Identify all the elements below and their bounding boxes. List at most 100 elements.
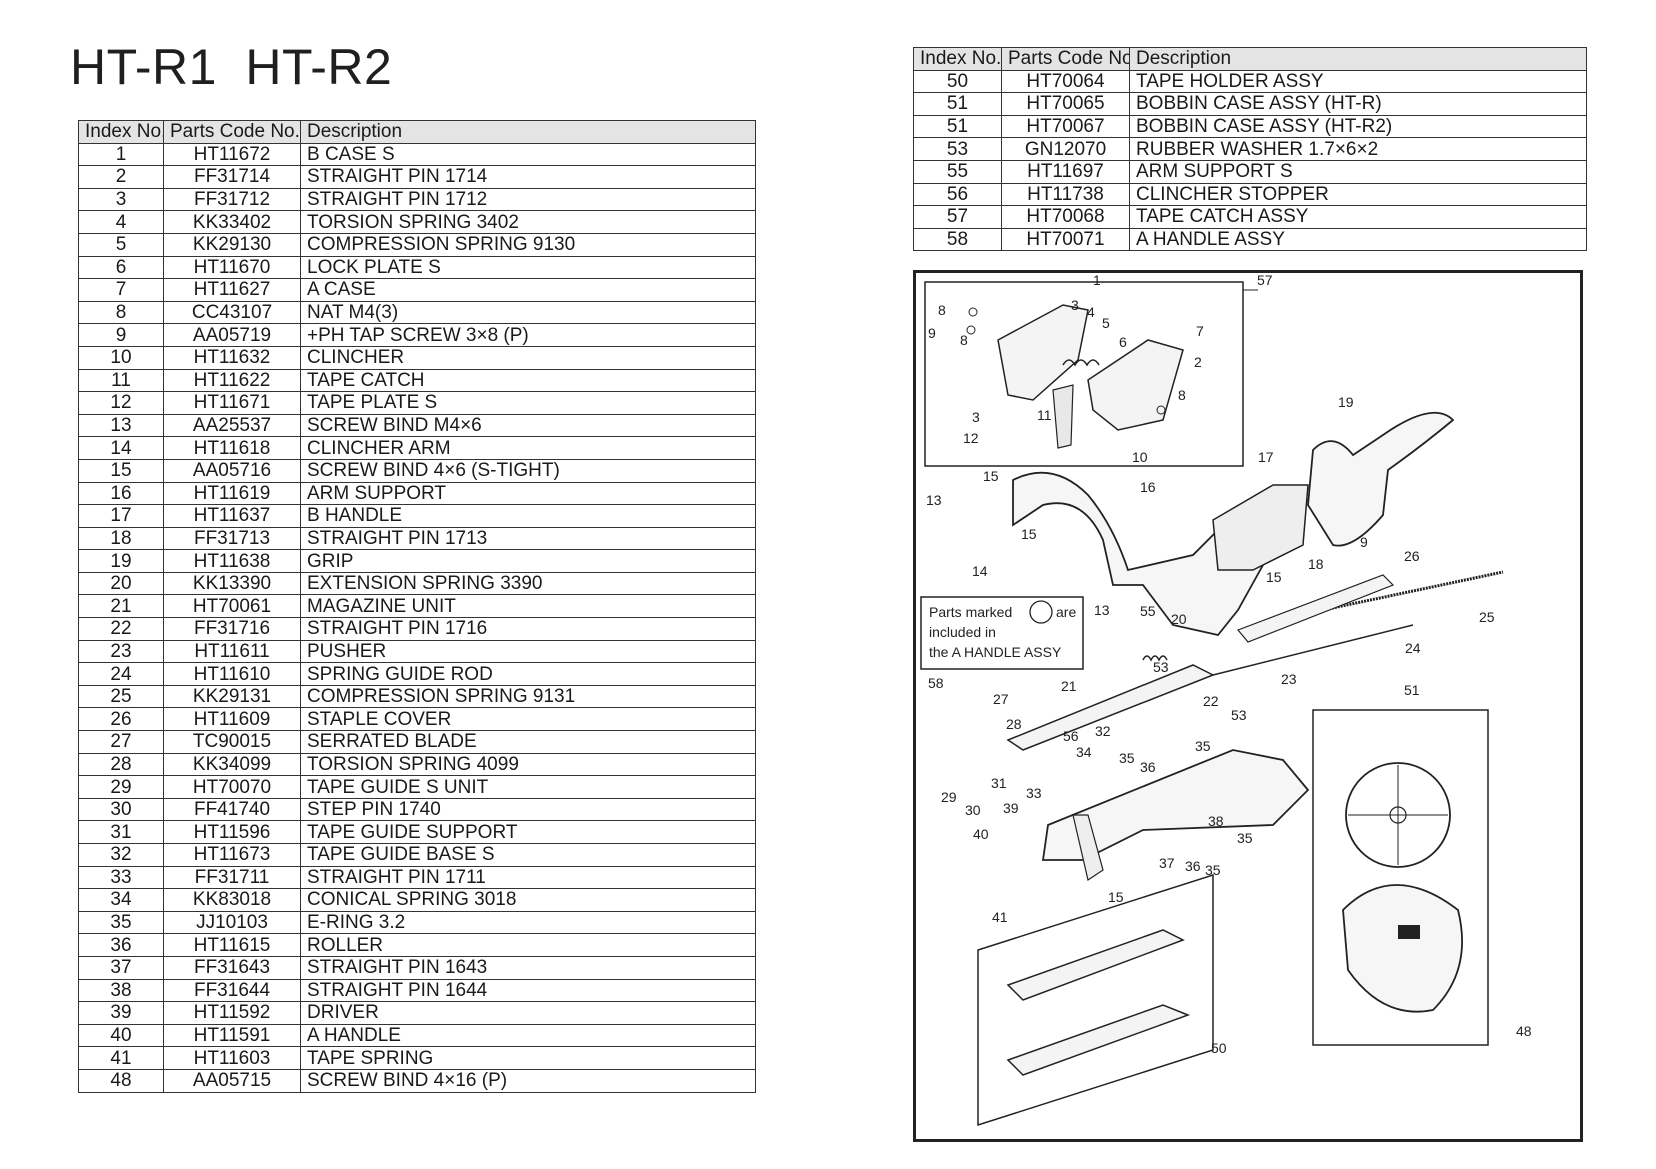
cell-desc: +PH TAP SCREW 3×8 (P)	[300, 323, 756, 347]
bobbin-case-assy-box	[1312, 709, 1489, 1046]
cell-code: AA05715	[163, 1068, 301, 1093]
cell-index: 31	[78, 820, 164, 844]
cell-index: 13	[78, 413, 164, 438]
cell-desc: TAPE HOLDER ASSY	[1129, 69, 1587, 94]
cell-desc: STRAIGHT PIN 1643	[300, 955, 756, 980]
cell-desc: A HANDLE ASSY	[1129, 227, 1587, 252]
cell-code: HT11627	[163, 278, 301, 302]
cell-index: 16	[78, 481, 164, 506]
cell-code: FF31643	[163, 955, 301, 980]
cell-index: 50	[913, 69, 1002, 94]
part-label-9b: 9	[1360, 534, 1368, 550]
cell-index: 24	[78, 662, 164, 686]
cell-code: HT11697	[1001, 159, 1130, 184]
part-label-16: 16	[1140, 479, 1156, 495]
cell-code: FF41740	[163, 797, 301, 822]
cell-desc: A CASE	[300, 278, 756, 302]
part-label-35c: 35	[1237, 830, 1253, 846]
part-label-5: 5	[1102, 315, 1110, 331]
cell-desc: CLINCHER	[300, 345, 756, 370]
cell-desc: TAPE GUIDE S UNIT	[300, 775, 756, 799]
cell-desc: PUSHER	[300, 639, 756, 664]
cell-code: KK33402	[163, 210, 301, 234]
part-label-35d: 35	[1205, 862, 1221, 878]
part-label-48: 48	[1516, 1023, 1532, 1039]
note-line2: included in	[929, 624, 996, 640]
cell-desc: BOBBIN CASE ASSY (HT-R2)	[1129, 114, 1587, 139]
part-labels: 1 2 3 3 4 5 6 7 8 8 8 9 9 10 11 12 13 13…	[926, 272, 1532, 1056]
cell-desc: LOCK PLATE S	[300, 255, 756, 280]
cell-desc: CONICAL SPRING 3018	[300, 888, 756, 912]
cell-desc: STRAIGHT PIN 1716	[300, 617, 756, 641]
part-label-28: 28	[1006, 716, 1022, 732]
cell-index: 26	[78, 707, 164, 732]
part-label-7: 7	[1196, 323, 1204, 339]
page-title: HT-R1 HT-R2	[70, 39, 393, 95]
part-label-15: 15	[983, 468, 999, 484]
cell-index: 21	[78, 594, 164, 619]
cell-desc: CLINCHER ARM	[300, 436, 756, 460]
part-label-15d: 15	[1108, 889, 1124, 905]
cell-desc: A HANDLE	[300, 1023, 756, 1048]
header-index: Index No.	[78, 120, 164, 144]
cell-code: HT11618	[163, 436, 301, 460]
cell-code: FF31713	[163, 526, 301, 551]
cell-code: FF31644	[163, 978, 301, 1003]
cell-desc: ARM SUPPORT	[300, 481, 756, 506]
cell-desc: ROLLER	[300, 933, 756, 957]
part-label-10: 10	[1132, 449, 1148, 465]
cell-code: FF31711	[163, 865, 301, 890]
cell-index: 56	[913, 182, 1002, 207]
cell-index: 8	[78, 300, 164, 325]
part-label-2: 2	[1194, 354, 1202, 370]
cell-index: 51	[913, 114, 1002, 139]
cell-desc: B HANDLE	[300, 504, 756, 528]
part-label-32: 32	[1095, 723, 1111, 739]
cell-index: 34	[78, 888, 164, 912]
part-label-13b: 13	[1094, 602, 1110, 618]
part-label-12: 12	[963, 430, 979, 446]
cell-code: HT11591	[163, 1023, 301, 1048]
part-label-58: 58	[928, 675, 944, 691]
cell-index: 28	[78, 752, 164, 777]
part-label-21: 21	[1061, 678, 1077, 694]
cell-index: 4	[78, 210, 164, 234]
part-label-50: 50	[1211, 1040, 1227, 1056]
cell-code: KK29130	[163, 232, 301, 257]
cell-code: KK83018	[163, 888, 301, 912]
cell-desc: SCREW BIND 4×6 (S-TIGHT)	[300, 458, 756, 483]
cell-code: KK29131	[163, 684, 301, 709]
cell-index: 53	[913, 137, 1002, 161]
cell-index: 29	[78, 775, 164, 799]
cell-code: FF31714	[163, 165, 301, 189]
cell-index: 5	[78, 232, 164, 257]
cell-index: 51	[913, 92, 1002, 116]
part-label-57: 57	[1257, 272, 1273, 288]
cell-desc: STAPLE COVER	[300, 707, 756, 732]
cell-desc: DRIVER	[300, 1001, 756, 1025]
cell-index: 55	[913, 159, 1002, 184]
cell-desc: CLINCHER STOPPER	[1129, 182, 1587, 207]
cell-code: FF31716	[163, 617, 301, 641]
cell-desc: E-RING 3.2	[300, 910, 756, 935]
part-label-18: 18	[1308, 556, 1324, 572]
cell-desc: STRAIGHT PIN 1711	[300, 865, 756, 890]
